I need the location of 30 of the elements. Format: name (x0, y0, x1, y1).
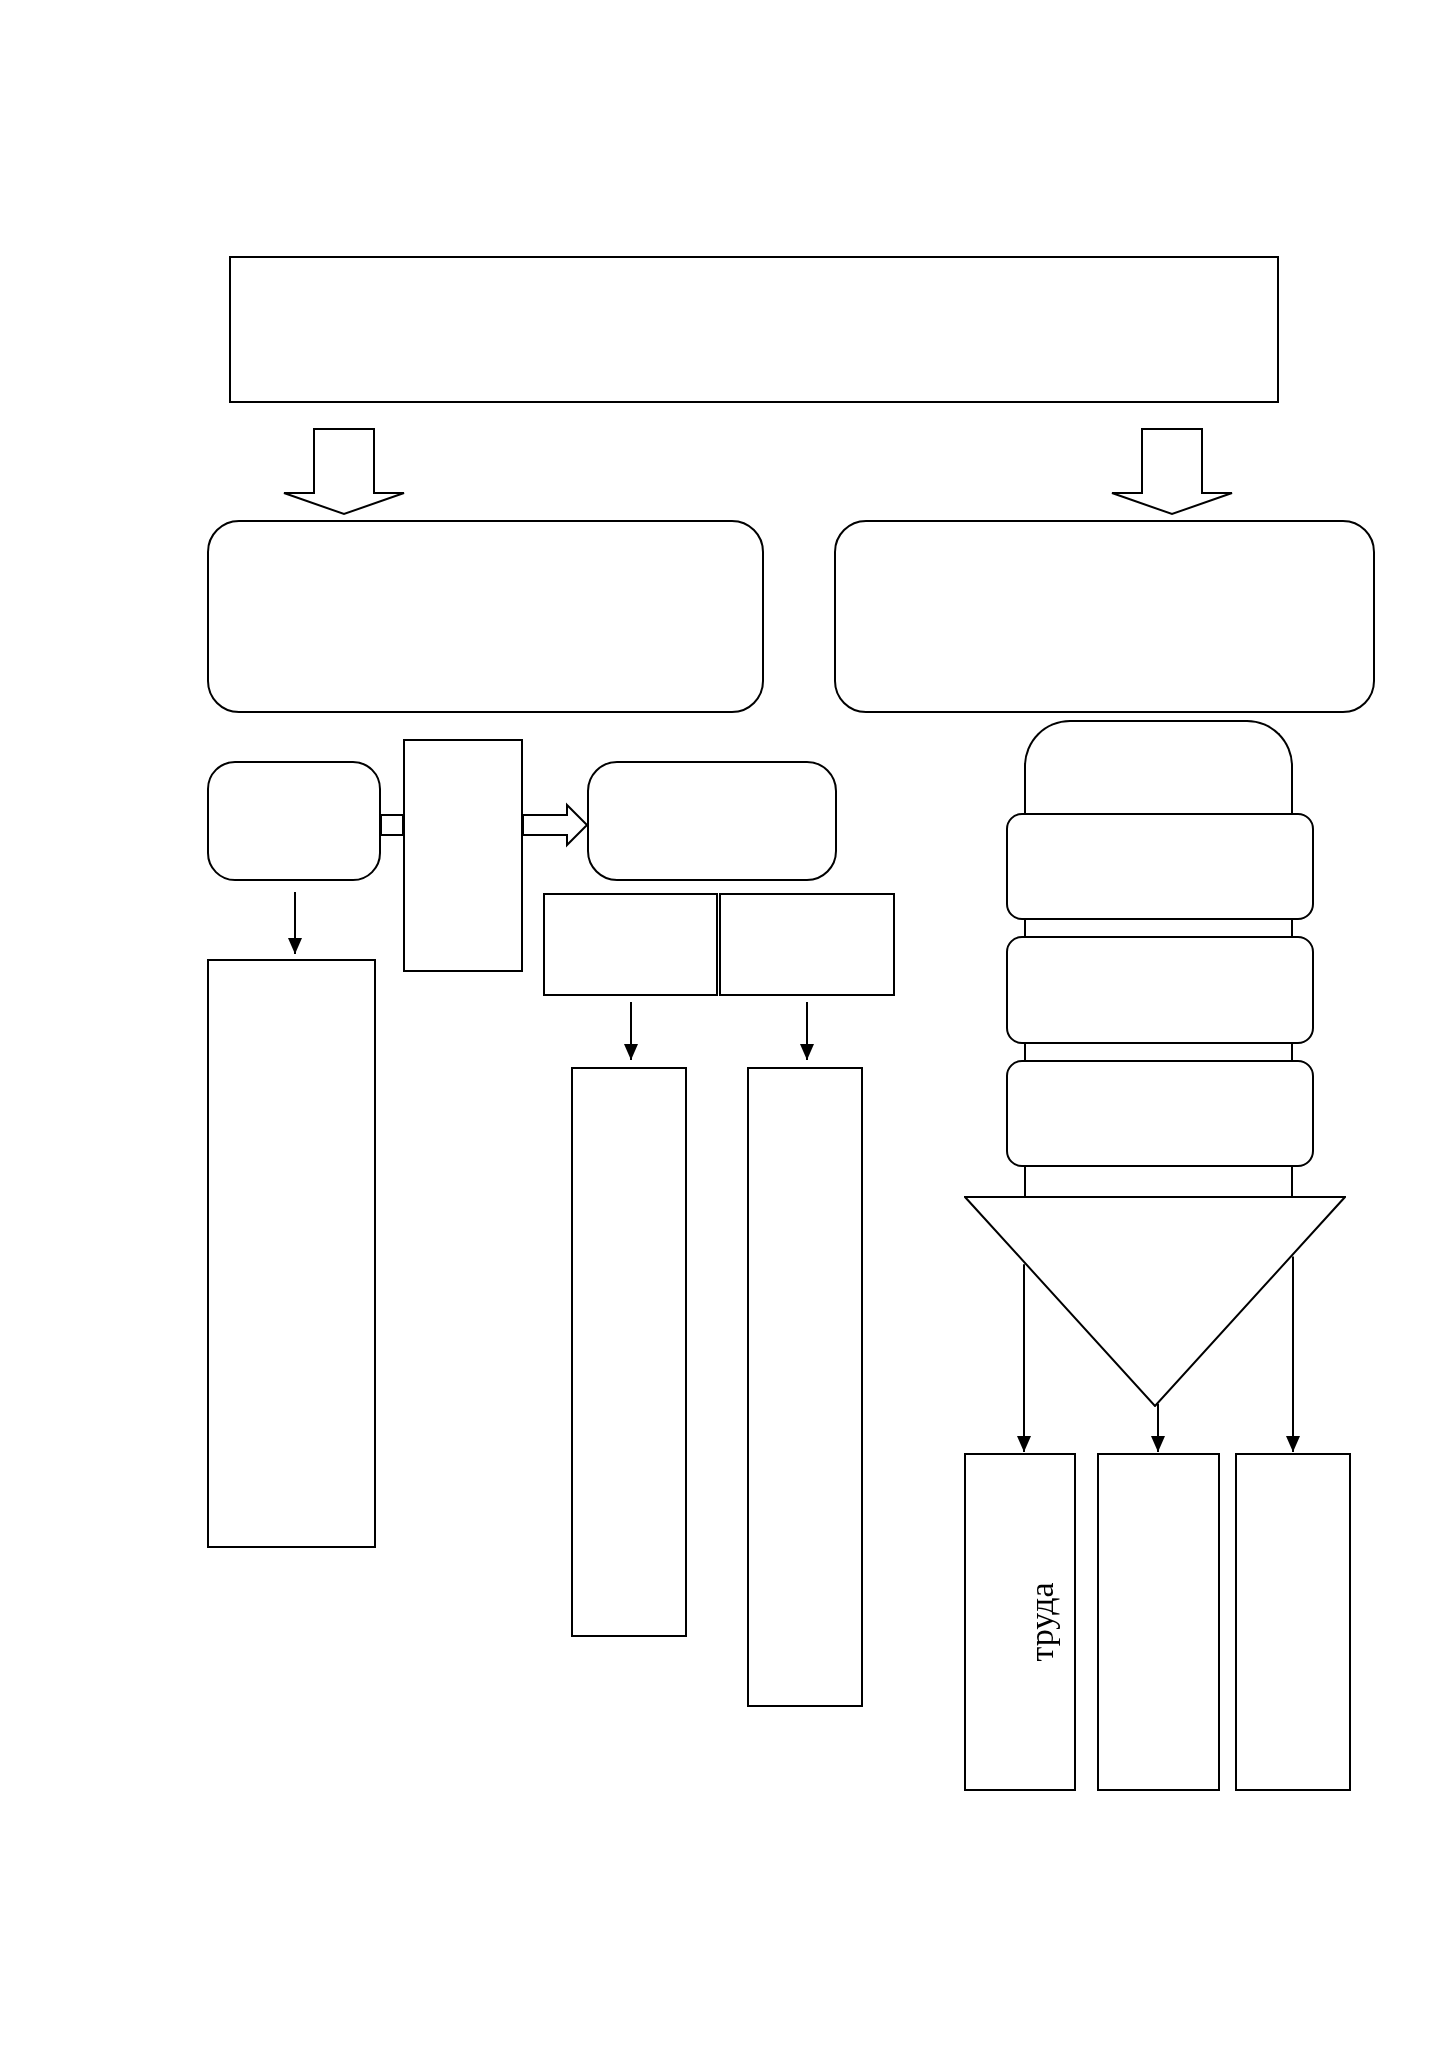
rounded-frame (1024, 720, 1293, 813)
arrow (1286, 1255, 1300, 1453)
rounded-frame (1006, 1060, 1314, 1167)
arrow (800, 1001, 814, 1061)
rectangle-frame (719, 893, 895, 996)
rounded-frame (587, 761, 837, 881)
rounded-frame (1006, 936, 1314, 1044)
rectangle-frame (571, 1067, 687, 1637)
rectangle-frame (229, 256, 1279, 403)
triangle-shape (964, 1196, 1346, 1407)
rectangle-frame (964, 1453, 1076, 1791)
block-connector (380, 814, 404, 836)
rectangle-frame (1235, 1453, 1351, 1791)
rectangle-frame (1097, 1453, 1220, 1791)
rounded-frame (1006, 813, 1314, 920)
rectangle-frame (747, 1067, 863, 1707)
rectangle-frame (207, 959, 376, 1548)
block-arrow (522, 802, 589, 848)
rounded-frame (834, 520, 1375, 713)
block-arrow (283, 428, 405, 516)
arrow (288, 891, 302, 955)
rectangle-frame (403, 739, 523, 972)
arrow (624, 1001, 638, 1061)
rounded-frame (207, 761, 381, 881)
block-arrow (1111, 428, 1233, 516)
arrow (1017, 1263, 1031, 1453)
rotated-label: труда (1025, 1582, 1059, 1662)
rounded-frame (207, 520, 764, 713)
rectangle-frame (543, 893, 718, 996)
arrow (1151, 1402, 1165, 1453)
